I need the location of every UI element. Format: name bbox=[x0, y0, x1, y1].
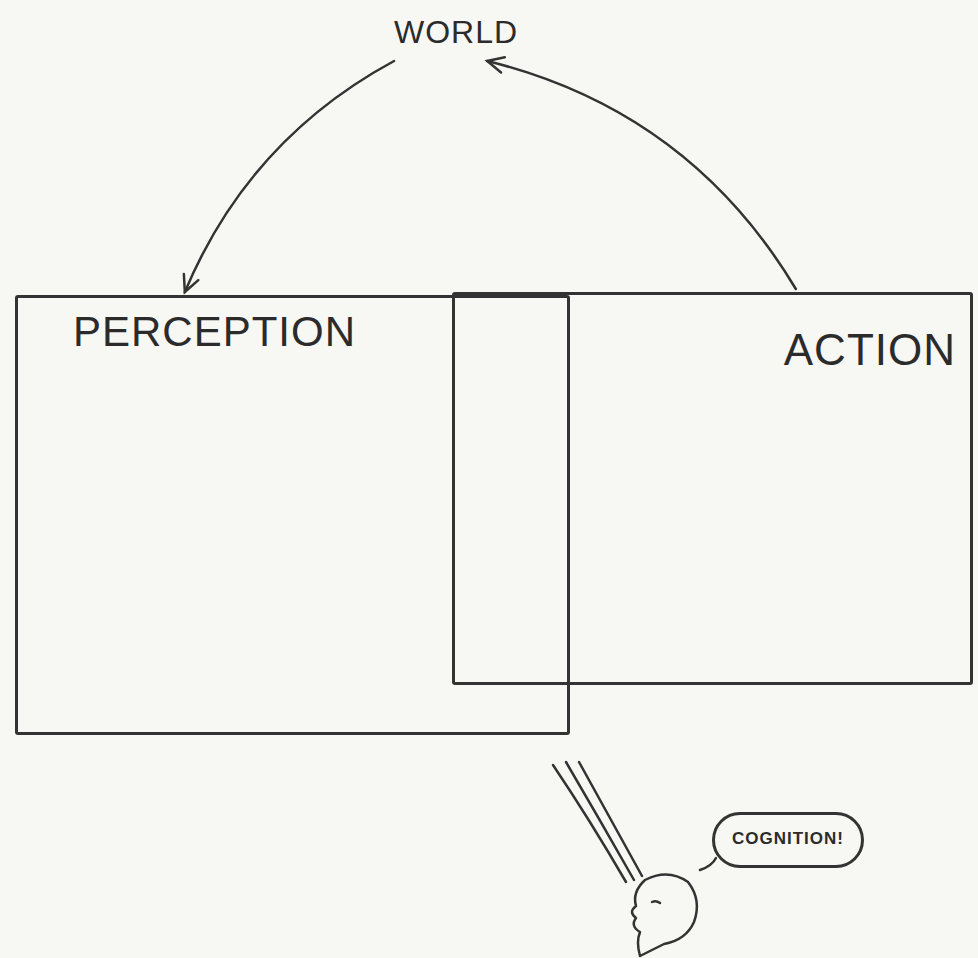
eye-mark bbox=[652, 901, 660, 903]
arrow-head bbox=[487, 57, 505, 72]
world-label: WORLD bbox=[390, 12, 525, 55]
emphasis-line bbox=[579, 762, 642, 876]
emphasis-line bbox=[566, 762, 634, 880]
node-text: WORLD bbox=[394, 14, 518, 51]
action-box: ACTION bbox=[452, 292, 973, 685]
node-text: ACTION bbox=[784, 325, 956, 375]
head-sketch bbox=[632, 874, 697, 956]
arrow-line bbox=[185, 61, 394, 292]
node-text: COGNITION! bbox=[732, 829, 844, 849]
speech-bubble: COGNITION! bbox=[712, 812, 864, 868]
perception-box: PERCEPTION bbox=[15, 295, 570, 735]
curved-arrow bbox=[184, 61, 394, 292]
curved-arrow bbox=[487, 57, 796, 289]
arrow-head bbox=[184, 274, 198, 292]
arrow-line bbox=[487, 61, 796, 289]
node-text: PERCEPTION bbox=[73, 308, 356, 356]
bubble-tail bbox=[700, 858, 716, 870]
